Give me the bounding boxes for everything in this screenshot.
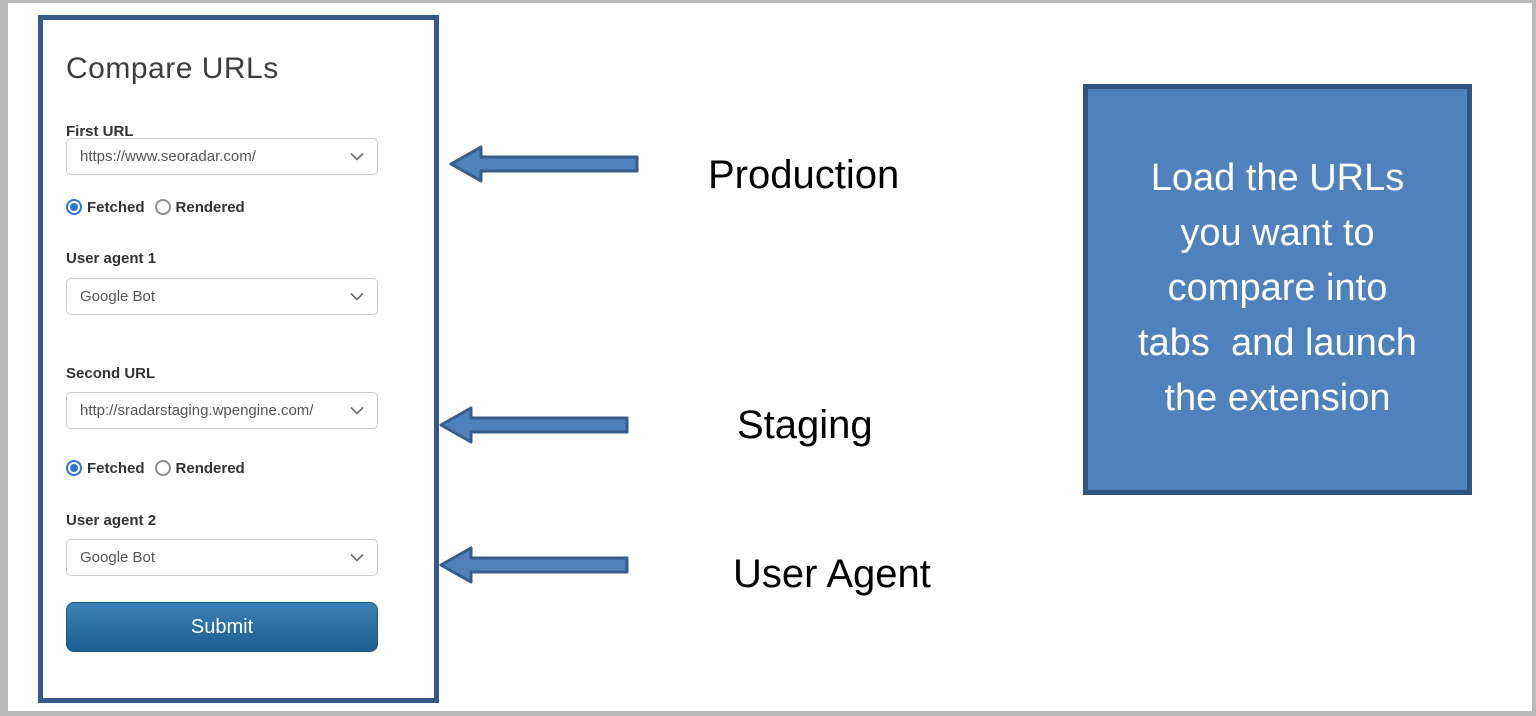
- callout-text-line: tabs and launch: [1138, 322, 1417, 364]
- chevron-down-icon: [350, 406, 364, 415]
- user-agent-2-value: Google Bot: [80, 549, 156, 566]
- callout-text-line: you want to: [1180, 212, 1375, 254]
- compare-urls-panel: Compare URLs First URL https://www.seora…: [38, 15, 439, 703]
- first-url-select[interactable]: https://www.seoradar.com/: [66, 138, 378, 175]
- chevron-down-icon: [350, 152, 364, 161]
- user-agent-label: User Agent: [733, 552, 931, 596]
- radio-label: Rendered: [175, 459, 245, 477]
- first-url-value: https://www.seoradar.com/: [80, 148, 256, 165]
- callout-text-line: Load the URLs: [1150, 157, 1405, 199]
- instruction-callout: Load the URLs you want to compare into t…: [1083, 84, 1472, 495]
- user-agent-1-value: Google Bot: [80, 288, 156, 305]
- second-url-value: http://sradarstaging.wpengine.com/: [80, 402, 314, 419]
- chevron-down-icon: [350, 553, 364, 562]
- user-agent-1-label: User agent 1: [66, 250, 157, 267]
- radio-option-rendered-2[interactable]: Rendered: [154, 459, 245, 477]
- second-url-label: Second URL: [66, 365, 156, 382]
- arrow-staging-icon: [439, 406, 629, 444]
- panel-title: Compare URLs: [66, 52, 279, 85]
- radio-option-fetched-1[interactable]: Fetched: [66, 199, 145, 216]
- radio-label: Fetched: [87, 198, 145, 216]
- submit-button[interactable]: Submit: [66, 602, 378, 652]
- user-agent-1-select[interactable]: Google Bot: [66, 278, 378, 315]
- staging-label: Staging: [737, 403, 873, 447]
- chevron-down-icon: [350, 292, 364, 301]
- second-url-select[interactable]: http://sradarstaging.wpengine.com/: [66, 392, 378, 429]
- arrow-user-agent-icon: [439, 546, 629, 584]
- fetch-mode-group-2: Fetched Rendered: [66, 459, 245, 477]
- radio-checked-icon[interactable]: [66, 199, 82, 215]
- radio-option-fetched-2[interactable]: Fetched: [66, 460, 145, 477]
- callout-text-line: the extension: [1164, 377, 1391, 419]
- radio-checked-icon[interactable]: [66, 460, 82, 476]
- arrow-production-icon: [449, 145, 639, 183]
- user-agent-2-select[interactable]: Google Bot: [66, 539, 378, 576]
- fetch-mode-group-1: Fetched Rendered: [66, 198, 245, 216]
- radio-option-rendered-1[interactable]: Rendered: [154, 198, 245, 216]
- radio-unchecked-icon[interactable]: [154, 460, 171, 476]
- production-label: Production: [708, 153, 900, 197]
- radio-label: Fetched: [87, 459, 145, 477]
- radio-label: Rendered: [175, 198, 245, 216]
- callout-text-line: compare into: [1167, 267, 1388, 309]
- user-agent-2-label: User agent 2: [66, 512, 157, 529]
- first-url-label: First URL: [66, 123, 134, 140]
- radio-unchecked-icon[interactable]: [154, 199, 171, 215]
